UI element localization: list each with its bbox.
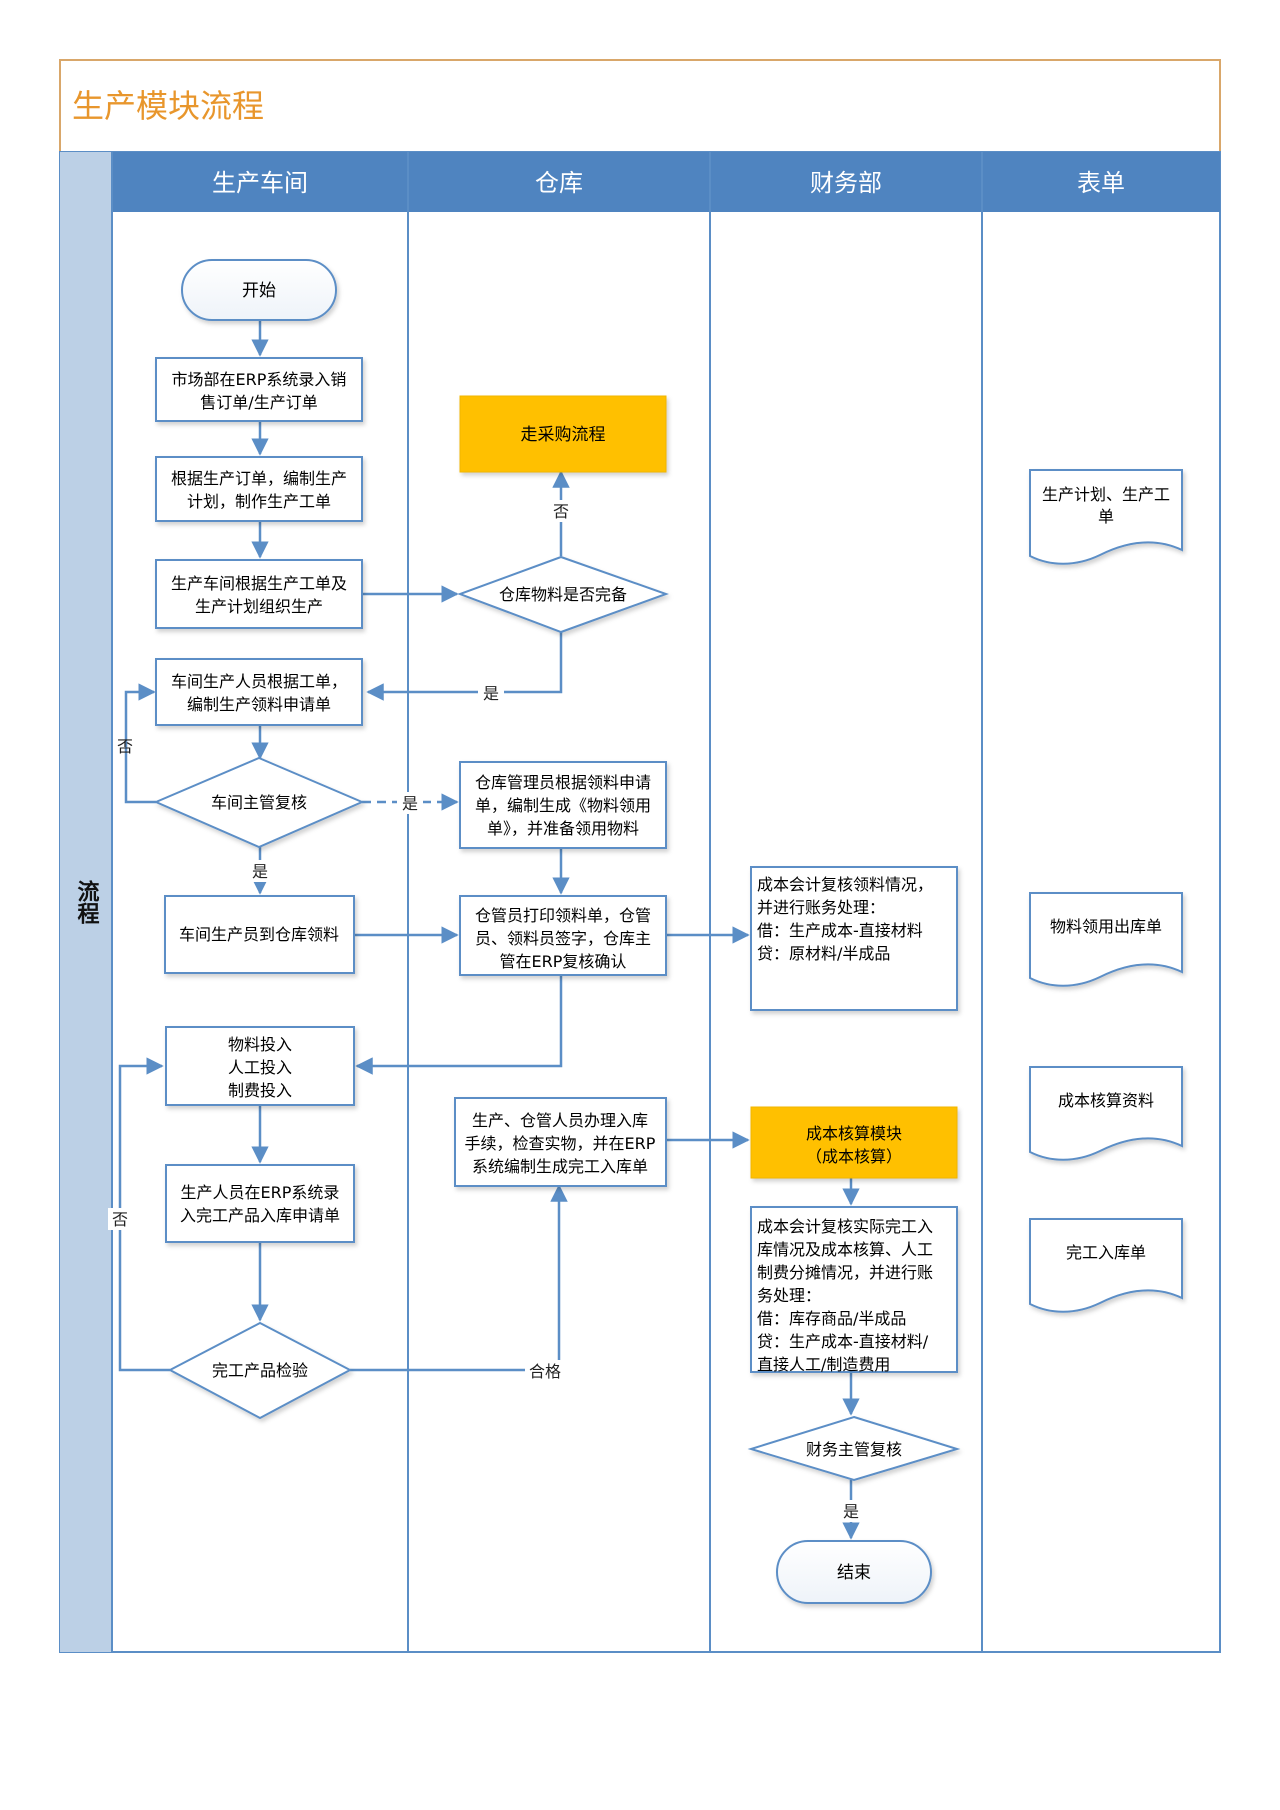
label-yes-keeper: 是 xyxy=(402,794,418,813)
svg-text:编制生产领料申请单: 编制生产领料申请单 xyxy=(187,695,331,714)
svg-text:制费投入: 制费投入 xyxy=(228,1081,292,1100)
svg-text:务处理：: 务处理： xyxy=(757,1286,821,1305)
svg-text:员、领料员签字，仓库主: 员、领料员签字，仓库主 xyxy=(475,929,651,948)
lane-dividers xyxy=(111,152,983,1652)
svg-text:借：库存商品/半成品: 借：库存商品/半成品 xyxy=(757,1309,906,1328)
svg-text:财务主管复核: 财务主管复核 xyxy=(806,1440,902,1459)
node-cost-module: 成本核算模块 （成本核算） xyxy=(750,1106,958,1179)
svg-text:单: 单 xyxy=(1098,507,1114,526)
node-keeper-prepare: 仓库管理员根据领料申请 单，编制生成《物料领用 单》，并准备领用物料 xyxy=(459,761,667,849)
svg-text:贷：生产成本-直接材料/: 贷：生产成本-直接材料/ xyxy=(757,1332,929,1351)
svg-text:成本核算模块: 成本核算模块 xyxy=(806,1124,902,1143)
form-production-plan: 生产计划、生产工 单 xyxy=(1029,469,1183,565)
svg-text:生产人员在ERP系统录: 生产人员在ERP系统录 xyxy=(181,1183,340,1202)
label-yes-down: 是 xyxy=(252,862,268,881)
svg-text:售订单/生产订单: 售订单/生产订单 xyxy=(200,393,317,412)
svg-text:制费分摊情况，并进行账: 制费分摊情况，并进行账 xyxy=(757,1263,933,1282)
node-material-request: 车间生产人员根据工单， 编制生产领料申请单 xyxy=(155,658,363,726)
lane-header-4 xyxy=(982,152,1220,212)
svg-text:根据生产订单，编制生产: 根据生产订单，编制生产 xyxy=(171,469,347,488)
svg-text:系统编制生成完工入库单: 系统编制生成完工入库单 xyxy=(472,1157,648,1176)
lane-header-3 xyxy=(710,152,982,212)
svg-text:计划，制作生产工单: 计划，制作生产工单 xyxy=(187,492,331,511)
svg-text:车间主管复核: 车间主管复核 xyxy=(211,793,307,812)
svg-text:入完工产品入库申请单: 入完工产品入库申请单 xyxy=(180,1206,340,1225)
node-inbound-process: 生产、仓管人员办理入库 手续，检查实物，并在ERP 系统编制生成完工入库单 xyxy=(454,1097,667,1187)
label-pass-inspect: 合格 xyxy=(529,1362,561,1381)
svg-text:借：生产成本-直接材料: 借：生产成本-直接材料 xyxy=(757,921,923,940)
page-title: 生产模块流程 xyxy=(72,87,264,125)
svg-text:生产车间根据生产工单及: 生产车间根据生产工单及 xyxy=(171,574,347,593)
svg-text:（成本核算）: （成本核算） xyxy=(806,1147,902,1166)
side-bar xyxy=(60,152,112,1652)
node-inputs: 物料投入 人工投入 制费投入 xyxy=(165,1026,355,1106)
form-material-issue: 物料领用出库单 xyxy=(1029,892,1183,987)
svg-text:生产计划组织生产: 生产计划组织生产 xyxy=(195,597,323,616)
lane-title-finance: 财务部 xyxy=(810,169,882,197)
svg-text:结束: 结束 xyxy=(837,1563,871,1583)
svg-text:市场部在ERP系统录入销: 市场部在ERP系统录入销 xyxy=(172,370,347,389)
svg-text:单》，并准备领用物料: 单》，并准备领用物料 xyxy=(487,819,639,838)
svg-text:库情况及成本核算、人工: 库情况及成本核算、人工 xyxy=(757,1240,933,1259)
node-purchase-flow: 走采购流程 xyxy=(459,395,667,473)
svg-text:完工入库单: 完工入库单 xyxy=(1066,1243,1146,1262)
node-organize-production: 生产车间根据生产工单及 生产计划组织生产 xyxy=(155,559,363,629)
svg-text:成本会计复核实际完工入: 成本会计复核实际完工入 xyxy=(757,1217,933,1236)
svg-text:生产计划、生产工: 生产计划、生产工 xyxy=(1042,485,1170,504)
edge-labels: 否 是 否 是 是 否 合格 是 xyxy=(108,500,864,1522)
svg-text:并进行账务处理：: 并进行账务处理： xyxy=(757,898,885,917)
svg-text:开始: 开始 xyxy=(242,281,276,301)
node-order-entry: 市场部在ERP系统录入销 售订单/生产订单 xyxy=(155,357,363,422)
svg-text:人工投入: 人工投入 xyxy=(228,1058,292,1077)
node-accountant-cost: 成本会计复核实际完工入 库情况及成本核算、人工 制费分摊情况，并进行账 务处理：… xyxy=(750,1206,958,1374)
svg-text:物料投入: 物料投入 xyxy=(228,1035,292,1054)
label-yes-stock: 是 xyxy=(483,684,499,703)
lane-header-1 xyxy=(112,152,408,212)
label-yes-fin: 是 xyxy=(843,1502,859,1521)
lane-headers: 生产车间 仓库 财务部 表单 xyxy=(112,152,1220,212)
svg-text:车间生产员到仓库领料: 车间生产员到仓库领料 xyxy=(179,925,339,944)
lane-header-2 xyxy=(408,152,710,212)
svg-text:仓管员打印领料单，仓管: 仓管员打印领料单，仓管 xyxy=(475,906,651,925)
svg-text:贷：原材料/半成品: 贷：原材料/半成品 xyxy=(757,944,890,963)
node-finance-review: 财务主管复核 xyxy=(747,1415,961,1482)
node-go-warehouse: 车间生产员到仓库领料 xyxy=(164,895,355,974)
svg-text:成本会计复核领料情况，: 成本会计复核领料情况， xyxy=(757,875,933,894)
svg-text:物料领用出库单: 物料领用出库单 xyxy=(1050,917,1162,936)
side-label: 流程 xyxy=(74,879,100,924)
form-finished-inbound: 完工入库单 xyxy=(1029,1218,1183,1313)
svg-text:完工产品检验: 完工产品检验 xyxy=(212,1361,308,1380)
node-end: 结束 xyxy=(776,1540,932,1604)
node-supervisor-review: 车间主管复核 xyxy=(153,756,365,849)
title-frame xyxy=(59,59,1221,153)
node-production-plan: 根据生产订单，编制生产 计划，制作生产工单 xyxy=(155,456,363,522)
svg-text:单，编制生成《物料领用: 单，编制生成《物料领用 xyxy=(475,796,651,815)
node-accountant-material: 成本会计复核领料情况， 并进行账务处理： 借：生产成本-直接材料 贷：原材料/半… xyxy=(750,866,958,1011)
svg-text:走采购流程: 走采购流程 xyxy=(521,425,606,445)
svg-text:生产、仓管人员办理入库: 生产、仓管人员办理入库 xyxy=(472,1111,648,1130)
form-cost-data: 成本核算资料 xyxy=(1029,1066,1183,1161)
node-product-inspection: 完工产品检验 xyxy=(167,1321,353,1420)
node-start: 开始 xyxy=(181,259,337,321)
lane-title-production: 生产车间 xyxy=(212,169,308,197)
svg-text:仓库物料是否完备: 仓库物料是否完备 xyxy=(499,585,627,604)
svg-text:手续，检查实物，并在ERP: 手续，检查实物，并在ERP xyxy=(465,1134,656,1153)
node-stock-check: 仓库物料是否完备 xyxy=(457,555,669,634)
svg-text:成本核算资料: 成本核算资料 xyxy=(1058,1091,1154,1110)
node-print-picklist: 仓管员打印领料单，仓管 员、领料员签字，仓库主 管在ERP复核确认 xyxy=(459,895,667,976)
lane-title-forms: 表单 xyxy=(1077,169,1125,197)
svg-text:车间生产人员根据工单，: 车间生产人员根据工单， xyxy=(171,672,347,691)
label-no-inspect: 否 xyxy=(112,1210,128,1229)
svg-text:直接人工/制造费用: 直接人工/制造费用 xyxy=(757,1355,890,1374)
label-no-purchase: 否 xyxy=(553,502,569,521)
lane-title-warehouse: 仓库 xyxy=(535,169,583,197)
svg-text:管在ERP复核确认: 管在ERP复核确认 xyxy=(500,952,627,971)
svg-text:仓库管理员根据领料申请: 仓库管理员根据领料申请 xyxy=(475,773,651,792)
node-erp-inbound-request: 生产人员在ERP系统录 入完工产品入库申请单 xyxy=(165,1164,355,1243)
label-no-supervisor: 否 xyxy=(117,737,133,756)
